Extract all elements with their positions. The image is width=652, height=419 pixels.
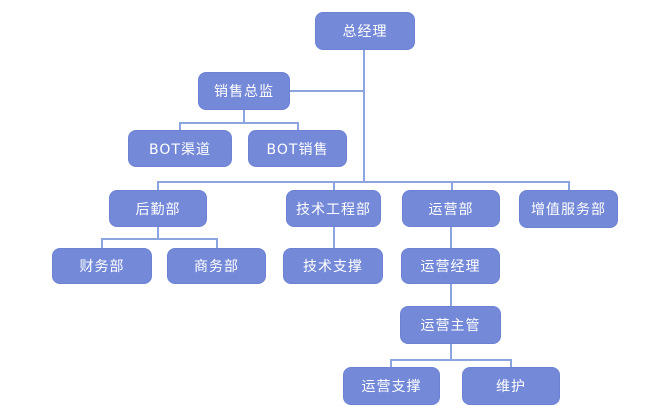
connector-stub-finance [101, 238, 103, 249]
connector-logistics-down [157, 227, 159, 240]
connector-stub-ops-support [390, 359, 392, 368]
org-node-logistics[interactable]: 后勤部 [109, 190, 207, 227]
connector-stub-logistics [157, 181, 159, 191]
connector-stub-maintenance [510, 359, 512, 368]
org-node-maintenance[interactable]: 维护 [462, 367, 560, 405]
connector-stub-bot-channel [179, 122, 181, 131]
connector-stub-tech-eng [333, 181, 335, 191]
connector-bot-branch [179, 122, 299, 124]
org-node-tech-engineering[interactable]: 技术工程部 [286, 190, 381, 227]
connector-ops-manager-down [450, 284, 452, 307]
connector-sales-to-trunk [290, 90, 364, 92]
connector-operations-down [450, 227, 452, 248]
connector-stub-operations [451, 181, 453, 191]
connector-dept-header [158, 181, 570, 183]
org-node-ops-supervisor[interactable]: 运营主管 [400, 306, 501, 344]
connector-ops-supervisor-down [450, 344, 452, 361]
org-node-bot-sales[interactable]: BOT销售 [248, 130, 347, 167]
org-node-tech-support[interactable]: 技术支撑 [283, 248, 383, 284]
org-node-operations[interactable]: 运营部 [402, 190, 500, 227]
connector-stub-bot-sales [297, 122, 299, 131]
org-node-sales-director[interactable]: 销售总监 [198, 72, 290, 110]
connector-sales-down [243, 110, 245, 123]
org-node-value-added[interactable]: 增值服务部 [519, 190, 618, 228]
connector-stub-value-added [568, 181, 570, 191]
connector-logistics-branch [101, 238, 218, 240]
org-node-finance[interactable]: 财务部 [52, 248, 152, 284]
connector-ops-branch [390, 359, 511, 361]
connector-stub-business [216, 238, 218, 249]
org-node-ceo[interactable]: 总经理 [315, 12, 415, 50]
connector-tech-eng-down [333, 227, 335, 248]
org-node-ops-manager[interactable]: 运营经理 [401, 248, 500, 284]
org-node-business[interactable]: 商务部 [167, 248, 266, 284]
org-node-bot-channel[interactable]: BOT渠道 [128, 130, 232, 167]
org-node-ops-support[interactable]: 运营支撑 [343, 367, 440, 405]
connector-ceo-trunk [363, 50, 365, 183]
